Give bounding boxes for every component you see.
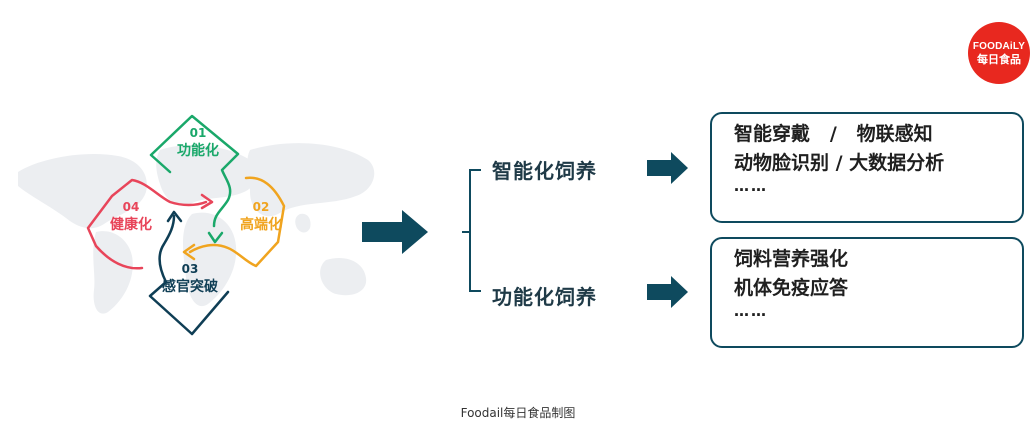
foodaily-logo: FOODAiLY 每日食品 <box>968 22 1030 84</box>
cycle-num-04: 04 <box>122 200 140 214</box>
cycle-arrowhead-green <box>207 231 224 244</box>
branch-arrow-icon-2 <box>647 276 688 308</box>
cycle-arrowhead-teal <box>166 210 183 223</box>
branch-label-1: 智能化饲养 <box>492 159 597 183</box>
cycle-name-01: 功能化 <box>177 143 219 159</box>
cycle-arrow-teal <box>148 214 230 336</box>
branch-box-2: 饲料营养强化 机体免疫应答 …… <box>710 237 1024 348</box>
cycle-arrowhead-red <box>200 193 214 210</box>
logo-text-cn: 每日食品 <box>977 52 1021 66</box>
cycle-num-02: 02 <box>252 200 270 214</box>
cycle-label-03: 03 感官突破 <box>150 262 230 296</box>
cycle-arrow-green <box>149 114 240 228</box>
main-arrow-icon <box>362 210 428 254</box>
box2-line-2: 机体免疫应答 <box>734 277 849 299</box>
cycle-name-04: 健康化 <box>110 217 152 233</box>
branch-bracket <box>462 169 481 292</box>
branch-arrow-icon-1 <box>647 152 688 184</box>
box1-more: …… <box>734 177 768 195</box>
logo-text-en: FOODAiLY <box>972 40 1026 52</box>
box2-line-1: 饲料营养强化 <box>734 248 849 270</box>
cycle-arrow-orange <box>188 176 286 268</box>
box1-line-2: 动物脸识别 / 大数据分析 <box>734 152 945 174</box>
branch-box-1: 智能穿戴 / 物联感知 动物脸识别 / 大数据分析 …… <box>710 112 1024 223</box>
box1-line-1: 智能穿戴 / 物联感知 <box>734 123 933 145</box>
box2-more: …… <box>734 302 768 320</box>
cycle-label-01: 01 功能化 <box>168 126 228 160</box>
cycle-name-02: 高端化 <box>240 217 282 233</box>
branch-label-2: 功能化饲养 <box>492 285 597 309</box>
cycle-num-03: 03 <box>181 262 199 276</box>
cycle-label-04: 04 健康化 <box>100 200 162 234</box>
cycle-num-01: 01 <box>189 126 207 140</box>
cycle-name-03: 感官突破 <box>162 279 218 295</box>
cycle-arrowhead-orange <box>182 243 196 261</box>
cycle-arrow-red <box>86 178 208 270</box>
caption: Foodail每日食品制图 <box>460 406 576 420</box>
cycle-label-02: 02 高端化 <box>230 200 292 234</box>
